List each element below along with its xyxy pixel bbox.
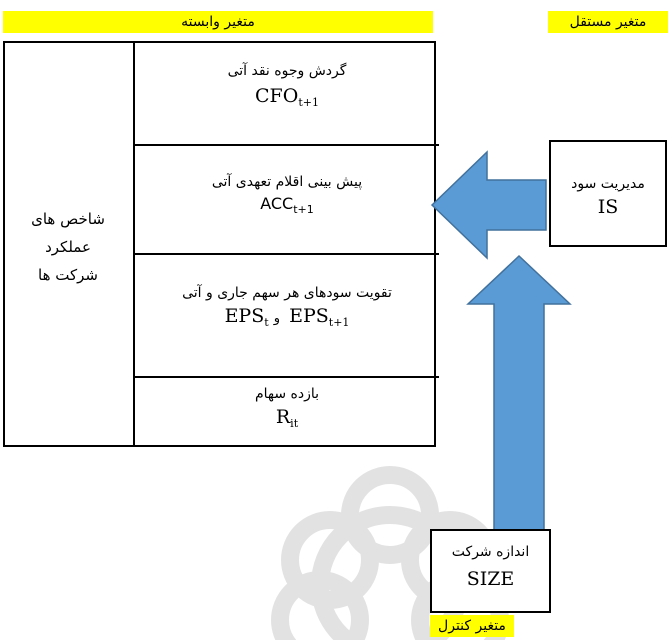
firm-size-symbol: SIZE [466, 568, 515, 590]
row-acc-label: پیش بینی اقلام تعهدی آتی [211, 174, 363, 190]
independent-variable-header: متغیر مستقل [548, 11, 668, 33]
up-arrow [466, 254, 572, 531]
row-cfo: گردش وجوه نقد آتی CFOt+1 [133, 43, 439, 146]
label-line-3: شرکت ها [38, 265, 98, 284]
row-cfo-label: گردش وجوه نقد آتی [227, 63, 347, 79]
earnings-management-symbol: IS [597, 196, 619, 218]
row-cfo-symbol: CFOt+1 [255, 85, 319, 109]
control-variable-header: متغیر کنترل [430, 615, 514, 637]
row-returns: بازده سهام Rit [133, 378, 439, 445]
firm-size-label: اندازه شرکت [451, 544, 530, 560]
row-eps-symbols: EPSt و EPSt+1 [224, 305, 350, 329]
dependent-variable-header: متغیر وابسته [3, 11, 433, 33]
earnings-management-box: مدیریت سود IS [549, 140, 667, 247]
label-line-2: عملکرد [45, 237, 91, 256]
row-returns-label: بازده سهام [254, 386, 320, 402]
row-eps: تقویت سودهای هر سهم جاری و آتی EPSt و EP… [133, 255, 439, 378]
firm-size-box: اندازه شرکت SIZE [430, 529, 551, 613]
performance-indicators-label: شاخص های عملکرد شرکت ها [5, 43, 131, 445]
performance-table: شاخص های عملکرد شرکت ها گردش وجوه نقد آت… [3, 41, 439, 447]
row-returns-symbol: Rit [275, 406, 299, 430]
label-line-1: شاخص های [31, 209, 105, 228]
left-arrow [430, 150, 547, 260]
row-acc: پیش بینی اقلام تعهدی آتی ACCt+1 [133, 146, 439, 255]
row-acc-symbol: ACCt+1 [260, 194, 314, 216]
row-eps-label: تقویت سودهای هر سهم جاری و آتی [182, 285, 392, 301]
earnings-management-label: مدیریت سود [571, 176, 645, 192]
